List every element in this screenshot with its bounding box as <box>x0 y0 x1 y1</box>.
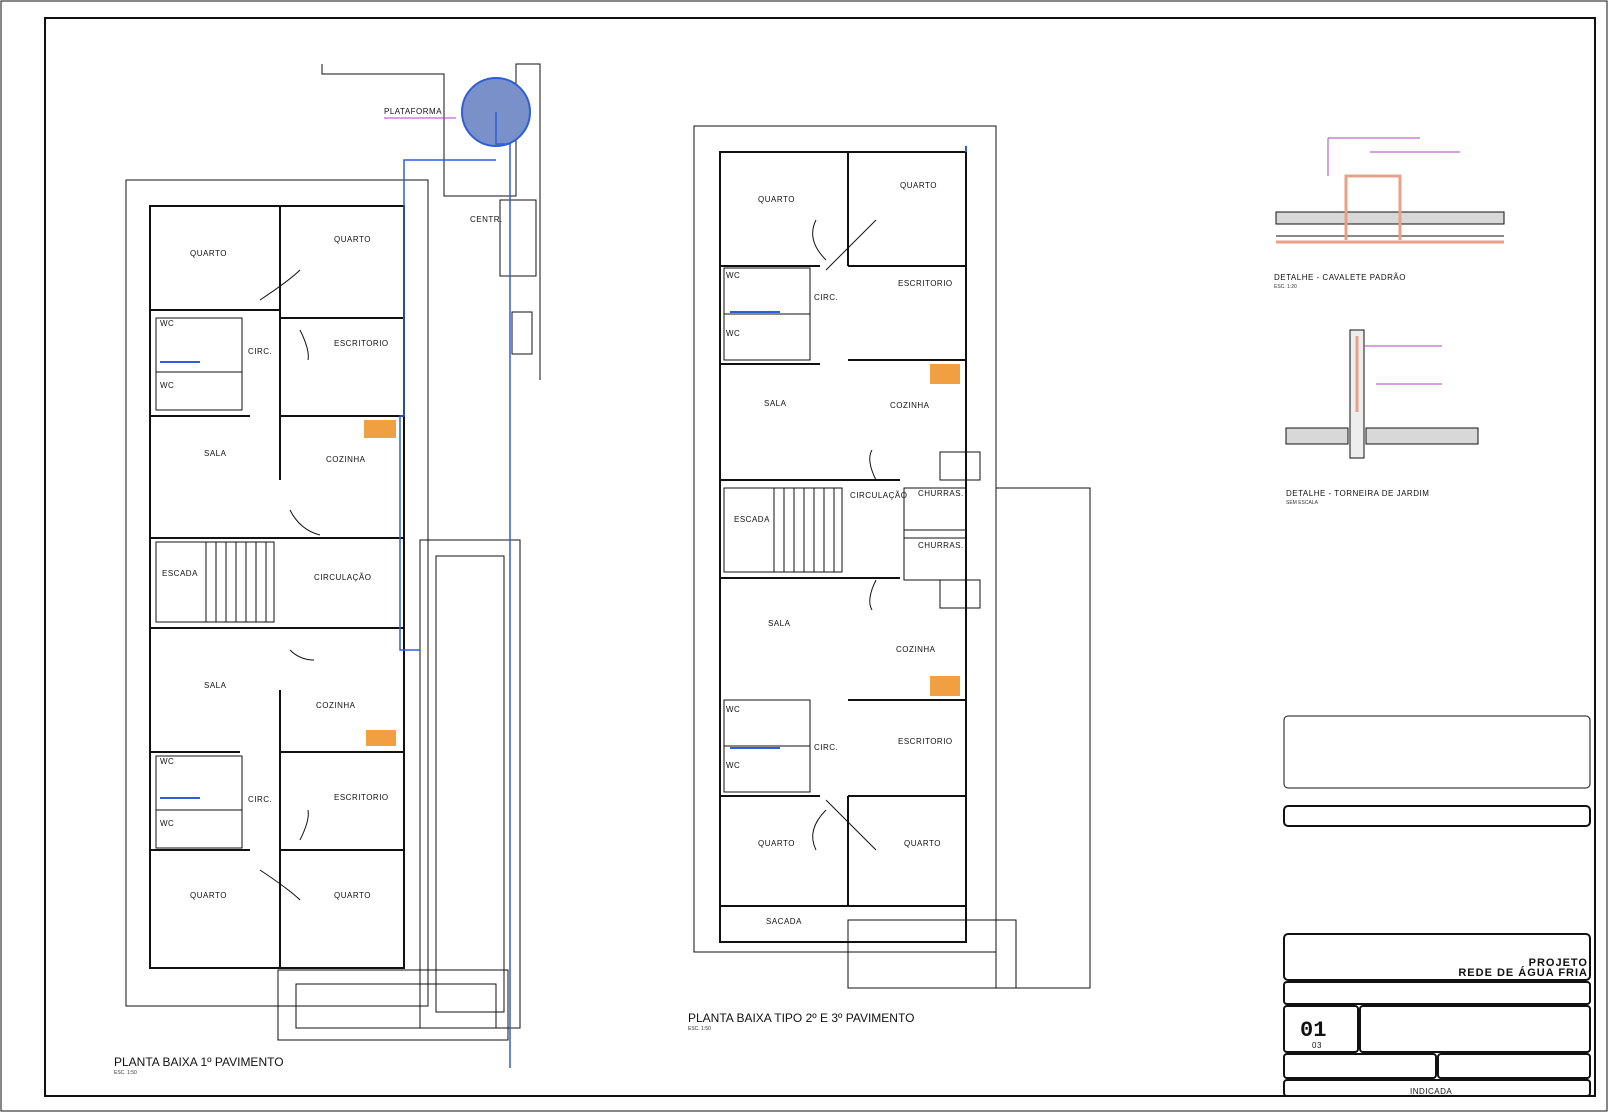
room-label: SACADA <box>766 917 802 926</box>
water-pipe-feed <box>399 159 496 651</box>
room-label: WC <box>160 819 174 828</box>
room-label: ESCADA <box>162 569 198 578</box>
plan-title-typical-floor: PLANTA BAIXA TIPO 2º E 3º PAVIMENTO <box>688 1011 914 1025</box>
sheet-border <box>44 17 1596 1097</box>
room-label: CIRCULAÇÃO <box>314 573 371 582</box>
sheet-number: 01 <box>1300 1018 1326 1043</box>
room-label: QUARTO <box>900 181 937 190</box>
room-label: CIRCULAÇÃO <box>850 491 907 500</box>
room-label: WC <box>726 271 740 280</box>
room-label: QUARTO <box>904 839 941 848</box>
sink-fixture <box>364 420 396 438</box>
room-label: CIRC. <box>248 347 272 356</box>
room-label: CIRC. <box>248 795 272 804</box>
plan-first-floor <box>125 63 541 1041</box>
sink-fixture <box>366 730 396 746</box>
sheet-total: 03 <box>1312 1041 1322 1050</box>
room-label: QUARTO <box>758 195 795 204</box>
room-label: ESCRITORIO <box>898 279 953 288</box>
sink-fixture <box>930 364 960 384</box>
plan-scale-first-floor: ESC. 1:50 <box>114 1070 137 1076</box>
room-label: WC <box>726 329 740 338</box>
room-label: WC <box>160 381 174 390</box>
title-block <box>1283 715 1591 1097</box>
room-label: WC <box>160 757 174 766</box>
room-label: COZINHA <box>316 701 356 710</box>
room-label: CHURRAS. <box>918 541 964 550</box>
detail-torneira-title: DETALHE - TORNEIRA DE JARDIM <box>1286 489 1429 498</box>
room-label: COZINHA <box>896 645 936 654</box>
scale-value: INDICADA <box>1410 1087 1452 1096</box>
plan-scale-typical-floor: ESC. 1:50 <box>688 1026 711 1032</box>
detail-torneira-scale: SEM ESCALA <box>1286 500 1319 506</box>
room-label: WC <box>726 705 740 714</box>
room-label: SALA <box>204 681 227 690</box>
room-label: QUARTO <box>334 235 371 244</box>
room-label: COZINHA <box>326 455 366 464</box>
room-label: SALA <box>764 399 787 408</box>
room-label: QUARTO <box>190 891 227 900</box>
room-label: CENTR. <box>470 215 503 224</box>
detail-torneira-drawing <box>1285 329 1479 459</box>
room-label: ESCRITORIO <box>334 339 389 348</box>
sink-fixture <box>930 676 960 696</box>
detail-cavalete-scale: ESC. 1:20 <box>1274 284 1297 290</box>
detail-cavalete-drawing <box>1275 137 1505 244</box>
room-label: CHURRAS. <box>918 489 964 498</box>
room-label: CIRC. <box>814 743 838 752</box>
room-label: SALA <box>768 619 791 628</box>
project-name: REDE DE ÁGUA FRIA <box>1458 966 1588 979</box>
room-label: QUARTO <box>190 249 227 258</box>
detail-cavalete-title: DETALHE - CAVALETE PADRÃO <box>1274 273 1406 282</box>
room-label: ESCRITORIO <box>898 737 953 746</box>
room-label: QUARTO <box>758 839 795 848</box>
room-label: SALA <box>204 449 227 458</box>
room-label: CIRC. <box>814 293 838 302</box>
room-label: WC <box>726 761 740 770</box>
room-label: PLATAFORMA <box>384 107 442 116</box>
plan-typical-floor <box>693 125 1091 989</box>
plan-title-first-floor: PLANTA BAIXA 1º PAVIMENTO <box>114 1055 284 1069</box>
room-label: QUARTO <box>334 891 371 900</box>
project-label: PROJETO <box>1529 957 1588 969</box>
room-label: COZINHA <box>890 401 930 410</box>
room-label: ESCRITORIO <box>334 793 389 802</box>
room-label: WC <box>160 319 174 328</box>
water-pipe-main <box>495 112 511 1068</box>
room-label: ESCADA <box>734 515 770 524</box>
